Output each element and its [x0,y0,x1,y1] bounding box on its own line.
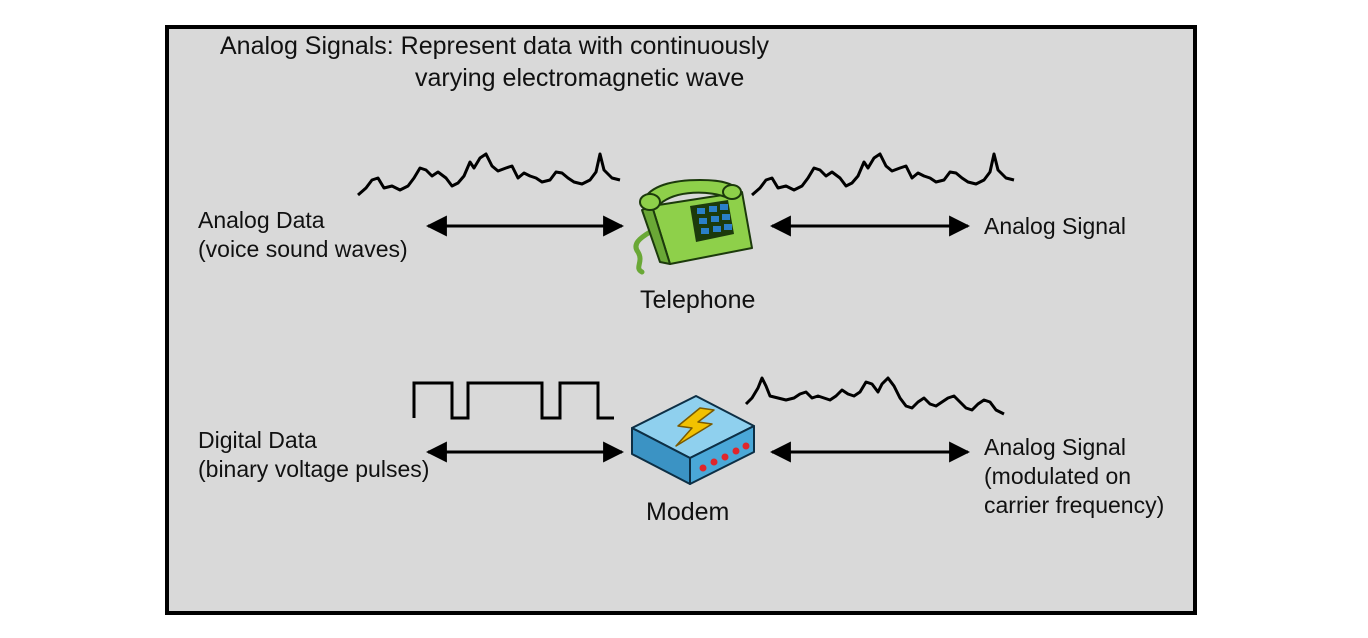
telephone-label: Telephone [640,286,756,314]
analog-waveform-top-right [751,152,1015,197]
binary-square-wave [412,381,614,420]
analog-data-label: Analog Data [198,207,325,233]
voice-waveform-left [357,152,621,197]
analog-signal-sublabel-2: carrier frequency) [984,492,1165,518]
diagram-panel [165,25,1197,615]
title-line-2: varying electromagnetic wave [415,64,745,92]
analog-signal-sublabel-1: (modulated on [984,463,1132,489]
modem-label: Modem [646,498,730,526]
digital-data-sublabel: (binary voltage pulses) [198,456,430,482]
modem-icon [631,395,755,485]
analog-signal-label-bottom: Analog Signal [984,434,1126,460]
telephone-icon [633,179,753,275]
modulated-waveform [744,376,1005,416]
title-line-1: Analog Signals: Represent data with cont… [220,32,769,60]
digital-data-label: Digital Data [198,427,317,453]
analog-signal-label-top: Analog Signal [984,213,1126,239]
analog-data-sublabel: (voice sound waves) [198,236,408,262]
